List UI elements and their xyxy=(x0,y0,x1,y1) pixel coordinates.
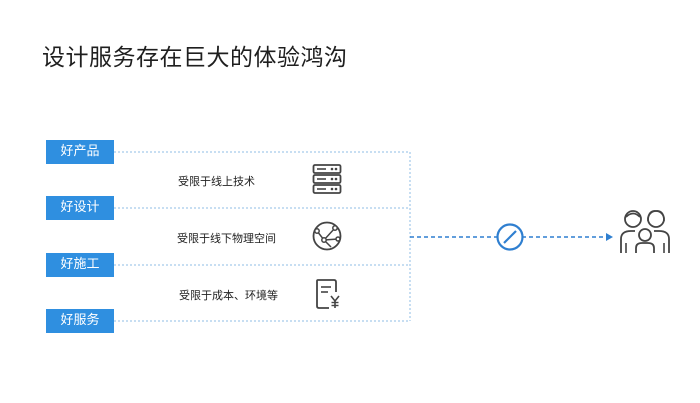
page-title: 设计服务存在巨大的体验鸿沟 xyxy=(42,45,348,71)
server-icon xyxy=(312,164,342,194)
limit-label-online-tech: 受限于线上技术 xyxy=(178,175,255,188)
tag-good-product: 好产品 xyxy=(46,140,114,164)
tag-good-service: 好服务 xyxy=(46,309,114,333)
yuan-document-icon xyxy=(316,279,340,309)
arrow-head xyxy=(606,233,613,241)
tag-good-construction: 好施工 xyxy=(46,253,114,277)
blocked-circle-icon xyxy=(496,223,524,251)
limit-label-physical-space: 受限于线下物理空间 xyxy=(177,232,276,245)
limit-label-cost-env: 受限于成本、环境等 xyxy=(179,289,278,302)
tag-good-design: 好设计 xyxy=(46,196,114,220)
family-people-icon xyxy=(620,210,670,253)
network-globe-icon xyxy=(312,221,342,251)
